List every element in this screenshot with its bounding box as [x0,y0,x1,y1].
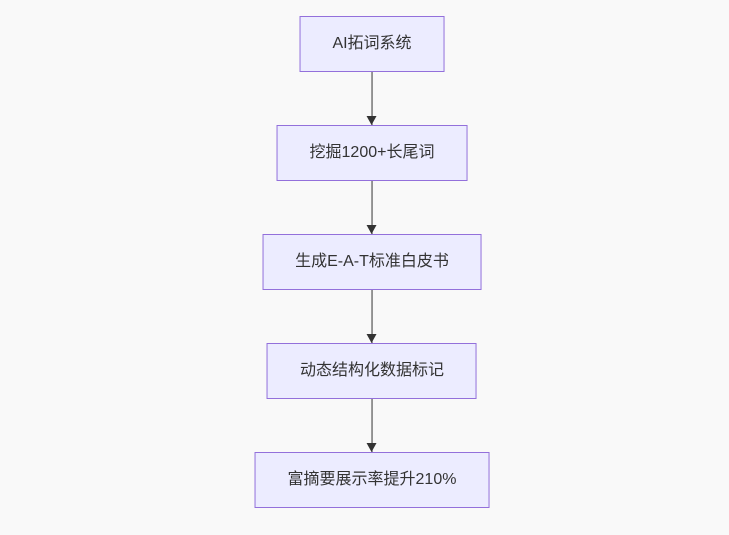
flowchart-node-ai-system: AI拓词系统 [299,16,445,72]
arrow-down-icon [367,334,377,343]
flow-edge-2 [367,181,377,234]
flow-edge-4 [367,399,377,452]
flowchart-node-eat-whitepaper: 生成E-A-T标准白皮书 [262,234,482,290]
flowchart-node-longtail-keywords: 挖掘1200+长尾词 [276,125,468,181]
arrow-down-icon [367,116,377,125]
flowchart: AI拓词系统 挖掘1200+长尾词 生成E-A-T标准白皮书 动态结构化数据标记… [254,16,490,508]
flowchart-node-rich-snippet-rate: 富摘要展示率提升210% [254,452,490,508]
arrow-down-icon [367,443,377,452]
flow-edge-3 [367,290,377,343]
arrow-down-icon [367,225,377,234]
flowchart-node-structured-data: 动态结构化数据标记 [266,343,477,399]
flow-edge-1 [367,72,377,125]
